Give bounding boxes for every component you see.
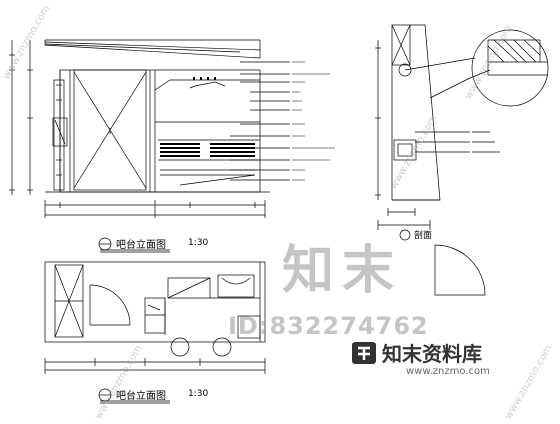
small-section-drawing [377,220,486,296]
plan-scale: 1:30 [188,389,209,399]
callout-text-marks [292,61,335,181]
elevation-title: 吧台立面图 [116,240,166,251]
footer-brand: 知末资料库 [382,342,482,366]
bar-elevation-drawing [9,39,290,218]
shelf-hatch [160,77,255,157]
bar-plan-drawing [44,261,266,374]
svg-text:www.znzmo.com: www.znzmo.com [388,113,439,191]
footer-url: www.znzmo.com [406,366,490,377]
bar-side-section [375,24,549,216]
plan-title: 吧台立面图 [116,391,166,402]
section-label: 剖面 [414,231,433,241]
brand-watermark: 知末 [282,241,403,301]
brand-logo-icon [352,342,376,364]
title-markers [98,229,411,404]
id-watermark: ID:832274762 [228,312,429,340]
elevation-scale: 1:30 [188,238,209,248]
svg-text:www.znzmo.com: www.znzmo.com [93,343,144,420]
footer-watermark: 知末资料库 www.znzmo.com [340,332,560,420]
svg-text:www.znzmo.com: www.znzmo.com [463,23,514,101]
